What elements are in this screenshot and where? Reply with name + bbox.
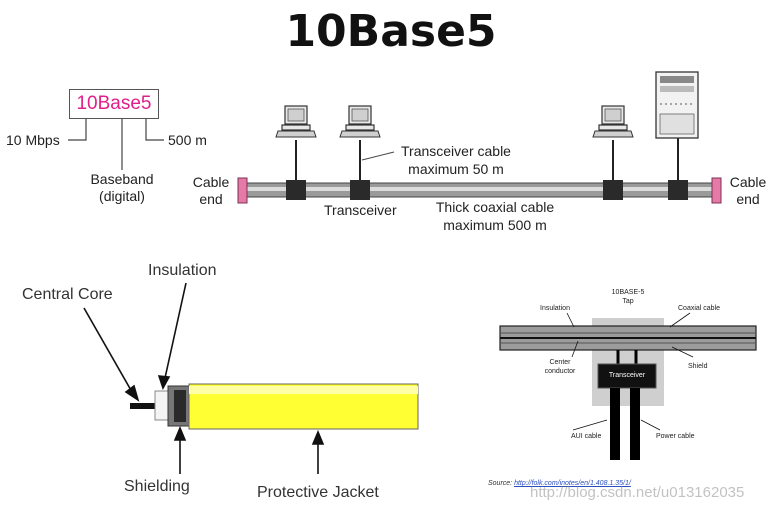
transceiver-blocks [286, 180, 688, 200]
naming-box: 10Base5 [69, 89, 159, 119]
cable-end-left-label: Cable end [192, 174, 230, 207]
cross-section-arrows [83, 282, 325, 474]
coax-label: Thick coaxial cable maximum 500 m [435, 199, 555, 233]
naming-leaders [68, 119, 164, 170]
shielding-label: Shielding [124, 478, 190, 495]
source-prefix: Source: [488, 480, 513, 487]
transceiver-cable-label: Transceiver cable maximum 50 m [401, 143, 511, 177]
tap-coaxial-cable-label: Coaxial cable [678, 305, 721, 312]
watermark: http://blog.csdn.net/u013162035 [530, 484, 745, 501]
protective-jacket-label: Protective Jacket [257, 484, 379, 501]
cable-cross-section [130, 383, 419, 430]
length-label: 500 m [168, 132, 207, 148]
server-tower [655, 71, 699, 139]
tap-aui-cable-label: AUI cable [571, 433, 602, 440]
central-core-label: Central Core [22, 286, 113, 303]
tap-insulation-label: Insulation [540, 305, 570, 312]
workstation-3 [592, 105, 634, 138]
workstation-1 [275, 105, 317, 138]
transceiver-drops [295, 138, 679, 181]
tap-transceiver-label: Transceiver [608, 372, 646, 379]
cable-end-right-label: Cable end [729, 174, 767, 207]
tap-shield-label: Shield [688, 363, 708, 370]
transceiver-label: Transceiver [324, 202, 397, 218]
insulation-label: Insulation [148, 262, 217, 279]
speed-label: 10 Mbps [6, 132, 60, 148]
tap-center-conductor-label: Center conductor [544, 359, 576, 375]
workstation-2 [339, 105, 381, 138]
source-citation: Source: http://folk.com/inotes/en/1.408.… [488, 480, 631, 487]
cable-end-left-terminator [237, 177, 248, 204]
tap-title: 10BASE-5 Tap [611, 289, 645, 305]
cable-end-right-terminator [711, 177, 722, 204]
page-title: 10Base5 [285, 6, 497, 57]
source-link[interactable]: http://folk.com/inotes/en/1.408.1.35/1/ [514, 480, 631, 487]
tap-power-cable-label: Power cable [656, 433, 695, 440]
tap-diagram [499, 312, 757, 460]
tap-transceiver-box [597, 363, 657, 389]
signal-label: Baseband (digital) [90, 171, 154, 204]
